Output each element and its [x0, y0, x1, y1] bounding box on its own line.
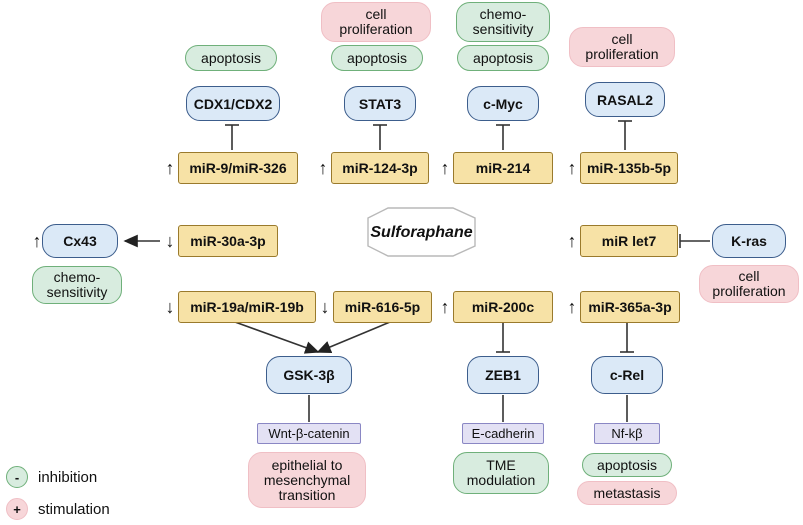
up-arrow-mir9: ↑	[165, 157, 175, 178]
target-cmyc: c-Myc	[467, 86, 539, 121]
effect-apoptosis-stat3: apoptosis	[331, 45, 423, 71]
arrow-mir616-gsk	[316, 321, 391, 353]
mirna-mir135b-5p: miR-135b-5p	[580, 152, 678, 184]
legend-inhibition-dot: -	[6, 466, 28, 488]
target-gsk3b: GSK-3β	[266, 356, 352, 394]
effect-apoptosis-cmyc: apoptosis	[457, 45, 549, 71]
effect-chemosensitivity-cmyc: chemo- sensitivity	[456, 2, 550, 42]
up-arrow-let7: ↑	[567, 230, 577, 251]
effect-tme-modulation: TME modulation	[453, 452, 549, 494]
target-zeb1: ZEB1	[467, 356, 539, 394]
target-cx43: Cx43	[42, 224, 118, 258]
pathway-wnt-beta-catenin: Wnt-β-catenin	[257, 423, 361, 444]
effect-apoptosis-crel: apoptosis	[582, 453, 672, 477]
sulforaphane-label: Sulforaphane	[370, 224, 473, 241]
up-arrow-mir135: ↑	[567, 157, 577, 178]
effect-proliferation-stat3: cell proliferation	[321, 2, 431, 42]
target-kras: K-ras	[712, 224, 786, 258]
down-arrow-mir30: ↓	[165, 230, 175, 251]
up-arrow-mir214: ↑	[440, 157, 450, 178]
legend-stimulation-label: stimulation	[38, 501, 110, 518]
effect-proliferation-kras: cell proliferation	[699, 265, 799, 303]
target-crel: c-Rel	[591, 356, 663, 394]
target-stat3: STAT3	[344, 86, 416, 121]
mirna-mir214: miR-214	[453, 152, 553, 184]
target-rasal2: RASAL2	[585, 82, 665, 117]
up-arrow-cx43: ↑	[32, 230, 42, 251]
mirna-mir19a-mir19b: miR-19a/miR-19b	[178, 291, 316, 323]
effect-proliferation-rasal2: cell proliferation	[569, 27, 675, 67]
arrow-mir19-gsk	[234, 321, 320, 354]
pathway-nf-kb: Nf-kβ	[594, 423, 660, 444]
legend-inhibition-label: inhibition	[38, 469, 98, 486]
effect-emt: epithelial to mesenchymal transition	[248, 452, 366, 508]
up-arrow-mir124: ↑	[318, 157, 328, 178]
down-arrow-mir19: ↓	[165, 296, 175, 317]
target-cdx1-cdx2: CDX1/CDX2	[186, 86, 280, 121]
effect-metastasis: metastasis	[577, 481, 677, 505]
mirna-mir9-mir326: miR-9/miR-326	[178, 152, 298, 184]
mirna-mir124-3p: miR-124-3p	[331, 152, 429, 184]
up-arrow-mir365: ↑	[567, 296, 577, 317]
effect-chemosensitivity-cx43: chemo- sensitivity	[32, 266, 122, 304]
pathway-e-cadherin: E-cadherin	[462, 423, 544, 444]
mirna-mir616-5p: miR-616-5p	[333, 291, 432, 323]
up-arrow-mir200: ↑	[440, 296, 450, 317]
mirna-mir200c: miR-200c	[453, 291, 553, 323]
effect-apoptosis-cdx: apoptosis	[185, 45, 277, 71]
mirna-mir365a-3p: miR-365a-3p	[580, 291, 680, 323]
sulforaphane-hexagon	[367, 207, 476, 257]
mirna-mir30a-3p: miR-30a-3p	[178, 225, 278, 257]
mirna-let7: miR let7	[580, 225, 678, 257]
down-arrow-mir616: ↓	[320, 296, 330, 317]
legend-stimulation-dot: +	[6, 498, 28, 520]
